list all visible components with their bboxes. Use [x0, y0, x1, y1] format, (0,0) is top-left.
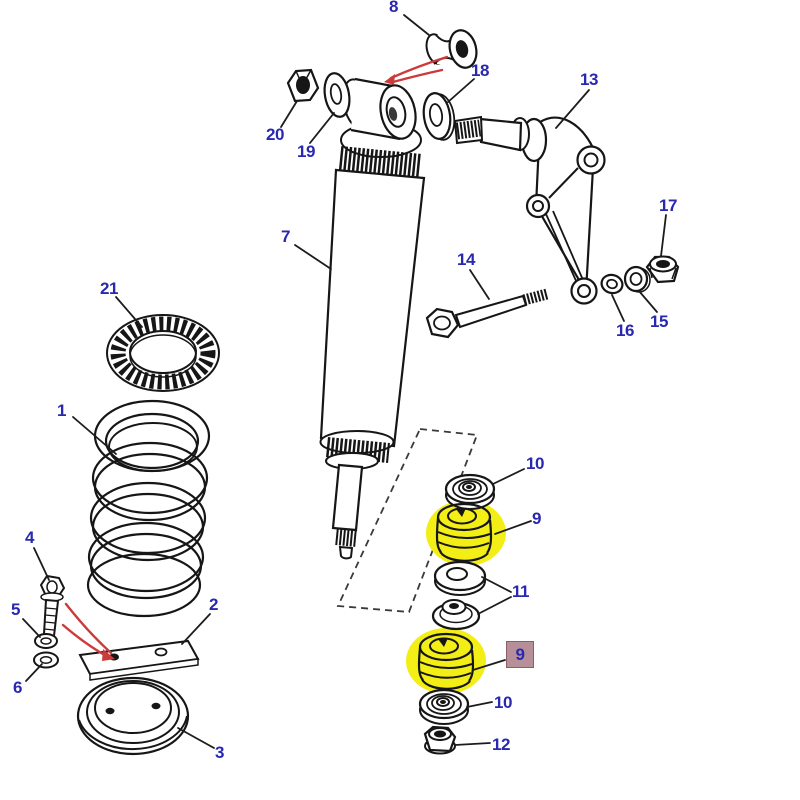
leader-line-7 — [294, 244, 332, 270]
leader-line-3 — [177, 727, 215, 749]
part-8-bushing[interactable] — [424, 27, 481, 70]
callout-4[interactable]: 4 — [25, 528, 34, 547]
callout-15[interactable]: 15 — [650, 312, 668, 331]
leader-line-20 — [280, 100, 298, 128]
leader-line-8 — [403, 14, 430, 36]
part-14-bolt[interactable] — [425, 288, 549, 339]
part-3-spring-seat-cup[interactable] — [76, 676, 190, 756]
callout-9-selected[interactable]: 9 — [506, 641, 534, 668]
callout-14[interactable]: 14 — [457, 250, 475, 269]
leader-line-10 — [466, 701, 493, 708]
leader-lines — [22, 14, 667, 749]
leader-line-14 — [469, 269, 490, 300]
leader-line-5 — [22, 618, 41, 638]
leader-line-9 — [472, 659, 506, 671]
leader-line-9 — [494, 520, 532, 535]
leader-line-6 — [25, 663, 43, 682]
callout-18[interactable]: 18 — [471, 61, 489, 80]
leader-line-2 — [181, 613, 211, 645]
leader-line-18 — [447, 78, 475, 103]
callout-21[interactable]: 21 — [100, 279, 118, 298]
leader-line-11 — [481, 576, 512, 593]
leader-line-21 — [115, 296, 143, 328]
part-16-washer[interactable] — [600, 273, 625, 296]
leader-line-16 — [611, 294, 625, 322]
callout-6[interactable]: 6 — [13, 678, 22, 697]
callout-10[interactable]: 10 — [526, 454, 544, 473]
part-17-nut[interactable] — [645, 255, 680, 284]
part-15-washer[interactable] — [623, 265, 651, 293]
leader-line-17 — [660, 214, 667, 257]
part-10-washer-bottom[interactable] — [418, 688, 470, 725]
leader-line-19 — [309, 112, 335, 144]
part-1-coil-spring[interactable] — [86, 399, 211, 618]
part-18-washer[interactable] — [421, 91, 457, 141]
callout-17[interactable]: 17 — [659, 196, 677, 215]
callout-19[interactable]: 19 — [297, 142, 315, 161]
callout-2[interactable]: 2 — [209, 595, 218, 614]
callout-8[interactable]: 8 — [389, 0, 398, 16]
leader-line-4 — [33, 547, 50, 581]
part-7-shock-absorber[interactable] — [319, 77, 426, 560]
part-10-washer-top[interactable] — [444, 473, 496, 510]
highlight-part-9 — [426, 500, 506, 566]
part-2-retainer-plate[interactable] — [78, 639, 200, 681]
part-19-washer[interactable] — [321, 71, 352, 118]
callout-20[interactable]: 20 — [266, 125, 284, 144]
callout-12[interactable]: 12 — [492, 735, 510, 754]
callout-9[interactable]: 9 — [532, 509, 541, 528]
part-20-nut[interactable] — [286, 68, 320, 103]
leader-line-12 — [454, 742, 491, 746]
part-4-bolt[interactable] — [39, 574, 66, 638]
part-13-mounting-bracket[interactable] — [453, 115, 606, 305]
part-11-washers[interactable] — [431, 560, 487, 631]
part-9-bushing-top[interactable] — [435, 502, 493, 562]
callout-3[interactable]: 3 — [215, 743, 224, 762]
leader-line-13 — [555, 89, 590, 129]
part-9-bushing-bottom[interactable] — [417, 632, 475, 690]
part-6-washer[interactable] — [33, 651, 59, 669]
part-12-nut[interactable] — [423, 725, 457, 755]
part-21-spring-isolator-ring[interactable] — [106, 314, 220, 392]
callout-10[interactable]: 10 — [494, 693, 512, 712]
callout-7[interactable]: 7 — [281, 227, 290, 246]
callout-13[interactable]: 13 — [580, 70, 598, 89]
red-pointer-arrows — [61, 55, 449, 661]
leader-line-1 — [72, 416, 117, 455]
callout-16[interactable]: 16 — [616, 321, 634, 340]
callout-11[interactable]: 11 — [512, 582, 529, 601]
callout-5[interactable]: 5 — [11, 600, 20, 619]
callout-1[interactable]: 1 — [57, 401, 66, 420]
dashed-assembly-outline — [336, 428, 479, 613]
leader-line-15 — [638, 290, 658, 313]
leader-line-10 — [492, 468, 525, 485]
leader-line-11 — [477, 596, 512, 615]
